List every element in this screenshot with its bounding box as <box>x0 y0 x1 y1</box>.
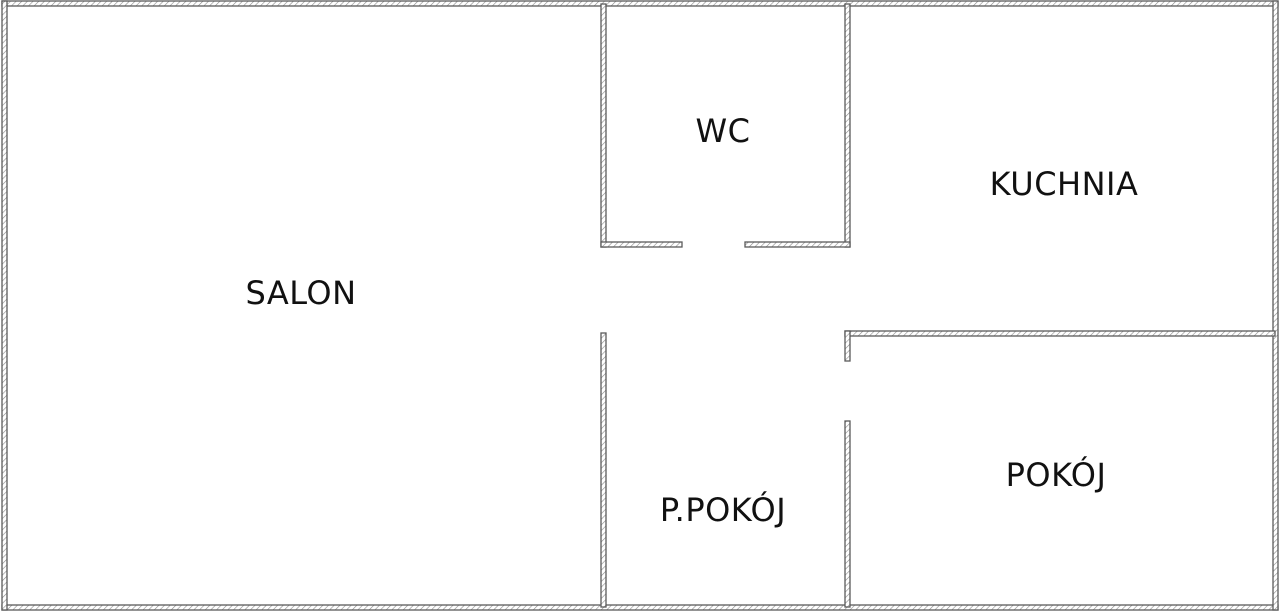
room-label-kuchnia: KUCHNIA <box>990 165 1139 203</box>
p-pokoj-wall-right-lower <box>844 420 851 608</box>
outer-wall-right <box>1272 0 1279 611</box>
wc-wall-right <box>844 3 851 248</box>
room-label-pokoj: POKÓJ <box>1006 455 1107 494</box>
wc-wall-left <box>600 3 607 248</box>
outer-wall-left <box>1 0 8 611</box>
outer-wall-bottom <box>1 604 1279 611</box>
p-pokoj-wall-right-upper <box>844 330 851 362</box>
wc-wall-bottom-right <box>744 241 851 248</box>
kuchnia-pokoj-wall <box>844 330 1276 337</box>
room-label-wc: WC <box>696 112 751 150</box>
p-pokoj-wall-left <box>600 332 607 608</box>
wc-wall-bottom-left <box>600 241 683 248</box>
room-label-p-pokoj: P.POKÓJ <box>660 490 786 529</box>
room-label-salon: SALON <box>245 274 356 312</box>
room-labels: SALON WC KUCHNIA POKÓJ P.POKÓJ <box>245 112 1139 529</box>
outer-wall-top <box>1 0 1279 7</box>
